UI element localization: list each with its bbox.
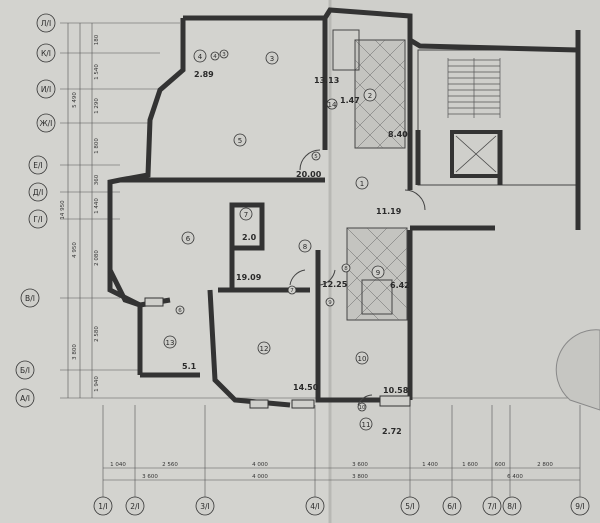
- door-tag-10: 10: [359, 405, 366, 411]
- vdim-1940: 1 940: [94, 376, 100, 392]
- dim-3800: 3 800: [352, 474, 368, 480]
- area-room-1: 20.00: [296, 170, 322, 179]
- axis-label-8: 8/I: [507, 502, 517, 511]
- vertical-grid-lines: [102, 405, 581, 500]
- axis-label-D: Д/I: [33, 188, 44, 197]
- axis-label-E: Е/I: [33, 161, 42, 170]
- vdim-14950: 14 950: [60, 200, 66, 220]
- axis-label-2: 2/I: [130, 502, 140, 511]
- door-tag-4: 4: [213, 54, 217, 60]
- dim-2800: 2 800: [537, 462, 553, 468]
- dim-1040: 1 040: [110, 462, 126, 468]
- axis-label-L: Л/I: [41, 19, 51, 28]
- area-labels: 2.89 1.47 13.13 8.40 20.00 11.19 2.0 19.…: [182, 70, 410, 436]
- left-dimension-texts: 180 1 540 1 290 1 800 360 1 440 2 080 2 …: [60, 34, 100, 392]
- vdim-2580: 2 580: [94, 326, 100, 342]
- vdim-5490: 5 490: [72, 92, 78, 108]
- axis-label-7: 7/I: [487, 502, 497, 511]
- dim-600: 600: [495, 462, 506, 468]
- tag-room-7: 7: [244, 211, 248, 219]
- axis-label-V: В/I: [25, 294, 35, 303]
- area-room-13: 5.1: [182, 362, 197, 371]
- tag-room-4: 4: [198, 53, 203, 61]
- area-room-4: 2.89: [194, 70, 214, 79]
- axis-label-G: Г/I: [33, 215, 42, 224]
- area-room-12: 14.50: [293, 383, 319, 392]
- area-room-10: 10.58: [383, 386, 409, 395]
- door-tag-5: 5: [314, 154, 318, 160]
- tag-room-6: 6: [186, 235, 191, 243]
- axis-label-B: Б/I: [20, 366, 30, 375]
- tag-room-12: 12: [260, 345, 269, 353]
- tag-room-5: 5: [238, 137, 242, 145]
- axis-label-9: 9/I: [575, 502, 585, 511]
- door-tag-7: 7: [290, 288, 294, 294]
- window-openings: [144, 297, 411, 409]
- area-room-8: 12.25: [322, 280, 348, 289]
- vdim-2080: 2 080: [94, 250, 100, 266]
- area-room-14: 1.47: [340, 96, 360, 105]
- vdim-4950: 4 950: [72, 242, 78, 258]
- vdim-180: 180: [94, 34, 100, 45]
- tag-room-13: 13: [166, 339, 175, 347]
- area-room-7: 2.0: [242, 233, 257, 242]
- area-13-13: 13.13: [314, 76, 339, 85]
- paper-left-half: [0, 0, 330, 523]
- vdim-1290: 1 290: [94, 98, 100, 114]
- dim-4000-b: 4 000: [252, 474, 268, 480]
- area-room-9: 6.42: [390, 281, 410, 290]
- tag-room-11: 11: [362, 421, 371, 429]
- dim-1400: 1 400: [422, 462, 438, 468]
- dim-4000-a: 4 000: [252, 462, 268, 468]
- door-tag-3: 3: [222, 52, 226, 58]
- tag-room-1: 1: [360, 180, 364, 188]
- left-axis-markers: Л/I К/I И/I Ж/I Е/I Д/I Г/I В/I Б/I А/I: [15, 13, 56, 408]
- vdim-360: 360: [94, 174, 100, 185]
- tag-room-3: 3: [270, 55, 274, 63]
- vdim-1440: 1 440: [94, 198, 100, 214]
- tag-room-14: 14: [328, 101, 337, 109]
- axis-label-I: И/I: [41, 85, 51, 94]
- left-dimension-lines: [67, 23, 93, 398]
- tag-room-2: 2: [368, 92, 372, 100]
- bottom-axis-markers: 1/I 2/I 3/I 4/I 5/I 6/I 7/I 8/I 9/I: [93, 496, 590, 516]
- dim-3600-b: 3 600: [142, 474, 158, 480]
- dim-3600-a: 3 600: [352, 462, 368, 468]
- area-room-11: 2.72: [382, 427, 402, 436]
- tag-room-9: 9: [376, 269, 380, 277]
- door-swings: [289, 149, 426, 406]
- vdim-1800: 1 800: [94, 138, 100, 154]
- dim-2560: 2 560: [162, 462, 178, 468]
- axis-label-5: 5/I: [405, 502, 415, 511]
- area-room-2: 8.40: [388, 130, 408, 139]
- stamp-corner: [555, 329, 600, 411]
- bottom-dimension-texts: 1 040 2 560 4 000 3 600 1 400 1 600 600 …: [110, 462, 553, 480]
- axis-label-6: 6/I: [447, 502, 457, 511]
- axis-label-4: 4/I: [310, 502, 320, 511]
- area-room-6: 19.09: [236, 273, 262, 282]
- tag-room-8: 8: [303, 243, 307, 251]
- bottom-dimension-lines: [103, 467, 580, 481]
- bathroom-tiles: [332, 29, 408, 321]
- axis-label-A: А/I: [20, 394, 30, 403]
- dim-1600: 1 600: [462, 462, 478, 468]
- axis-label-1: 1/I: [98, 502, 108, 511]
- dim-6400: 6 400: [507, 474, 523, 480]
- door-tag-8: 8: [344, 266, 348, 272]
- axis-label-3: 3/I: [200, 502, 210, 511]
- vdim-3800: 3 800: [72, 344, 78, 360]
- door-tags: 4 3 5 6 7 8 9 10: [175, 49, 367, 412]
- vdim-1540: 1 540: [94, 64, 100, 80]
- axis-label-Zh: Ж/I: [40, 119, 53, 128]
- axis-label-K: К/I: [41, 49, 51, 58]
- door-tag-6: 6: [178, 308, 182, 314]
- tag-room-10: 10: [358, 355, 367, 363]
- room-tags: 4 3 5 2 14 1 7 6 8 9 13 12 10 11: [163, 49, 385, 431]
- door-tag-9: 9: [328, 300, 332, 306]
- area-11-19: 11.19: [376, 207, 402, 216]
